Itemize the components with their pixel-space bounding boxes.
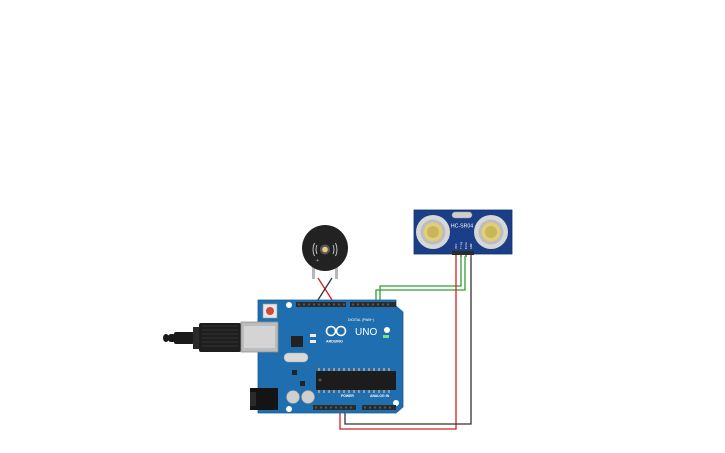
atmega-chip <box>316 371 396 390</box>
sensor-pin-labels: VCC Trig Echo GND <box>454 242 473 249</box>
trig-wire-green[interactable] <box>379 256 462 303</box>
power-jack[interactable] <box>250 388 278 410</box>
transducer-left <box>416 215 450 249</box>
digital-header-label: DIGITAL (PWM~) <box>348 318 374 322</box>
sound-wave-icon <box>312 242 338 257</box>
transducer-right <box>474 215 508 249</box>
power-header-label: POWER <box>341 394 354 398</box>
arduino-uno-board[interactable]: UNO ARDUINO DIGITAL (PWM~) POWER ANALOG … <box>240 299 404 414</box>
power-analog-header[interactable] <box>313 405 396 410</box>
capacitor-1 <box>286 390 300 404</box>
sensor-pin-echo: Echo <box>464 242 468 249</box>
wires <box>315 256 472 430</box>
svg-text:+: + <box>316 258 319 264</box>
echo-wire-green[interactable] <box>375 256 466 303</box>
uno-model-label: UNO <box>355 327 377 338</box>
vcc-wire-red[interactable] <box>339 256 457 430</box>
power-led <box>383 335 389 338</box>
buzzer-wire-red[interactable] <box>317 277 335 304</box>
analog-header-label: ANALOG IN <box>370 394 390 398</box>
arduino-brand-label: ARDUINO <box>326 340 343 344</box>
arduino-logo: UNO ARDUINO <box>325 325 377 344</box>
sensor-model-label: HC-SR04 <box>451 224 473 230</box>
sensor-pin-gnd: GND <box>469 243 473 249</box>
digital-header[interactable] <box>296 302 396 307</box>
piezo-buzzer[interactable]: + <box>302 225 348 279</box>
gnd-wire-black[interactable] <box>344 256 472 425</box>
buzzer-wire-black[interactable] <box>315 277 333 304</box>
hc-sr04-sensor[interactable]: HC-SR04 VCC Trig Echo GND <box>413 209 513 257</box>
sensor-pin-vcc: VCC <box>454 243 458 249</box>
sensor-pin-trig: Trig <box>459 242 463 249</box>
capacitor-2 <box>301 390 315 404</box>
usb-cable[interactable] <box>163 323 241 352</box>
crystal-oscillator <box>283 352 309 363</box>
